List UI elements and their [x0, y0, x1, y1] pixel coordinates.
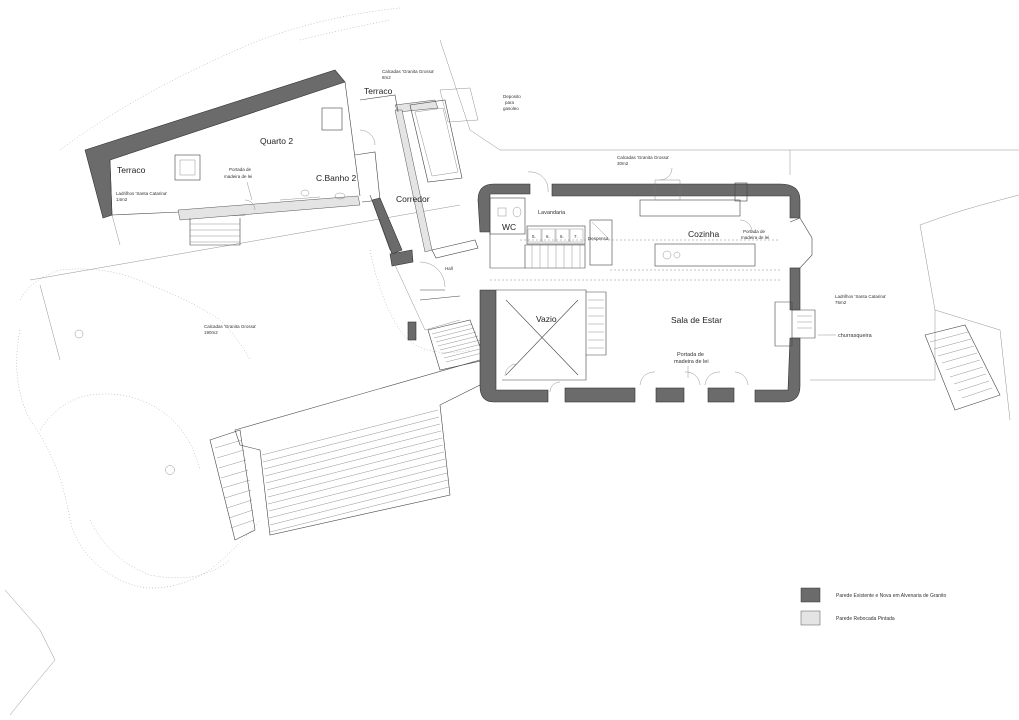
legend: Parede Existente e Nova em Alvenaria de …	[800, 587, 947, 626]
legend-swatch-existing-wall	[800, 587, 821, 603]
corridor-block	[359, 87, 479, 331]
room-hall: Hall	[445, 266, 453, 271]
room-lavandaria: Lavandaria	[538, 210, 566, 216]
note-portada-cozinha-1: Portada de	[743, 229, 766, 234]
site-outlines	[4, 7, 1019, 716]
room-corredor: Corredor	[396, 194, 430, 204]
note-calcadas-top-1: Calcadas 'Granita Grossa'	[382, 69, 434, 74]
note-portada-cozinha-2: madeira de lei	[741, 235, 769, 240]
appliance-label-3: 6.	[560, 234, 564, 239]
note-portada-sala-1: Portada de	[677, 352, 704, 358]
appliance-label-1: 5.	[532, 234, 536, 239]
timber-deck	[209, 359, 491, 541]
hall-stair	[407, 319, 487, 371]
note-portada-sala-2: madeira de lei	[674, 359, 709, 365]
note-ladrilhos-right-2: 75m2	[835, 300, 847, 305]
note-deposito-2: para	[505, 100, 515, 105]
room-terraco-left: Terraco	[117, 165, 146, 175]
annotations: Portada de madeira de lei Portada de mad…	[116, 69, 886, 378]
note-ladrilhos-left-1: Ladrilhos 'Santa Catarina'	[116, 191, 167, 196]
note-calcadas-garden-1: Calcadas 'Granita Grossa'	[204, 324, 256, 329]
room-cozinha: Cozinha	[688, 229, 719, 239]
note-deposito-3: gasoleo	[503, 106, 519, 111]
room-labels: Terraco Quarto 2 Terraco C.Banho 2 Corre…	[117, 86, 873, 339]
room-sala-de-estar: Sala de Estar	[671, 315, 722, 325]
appliance-label-4: 7.	[574, 234, 578, 239]
room-churrasqueira: churrasqueira	[838, 333, 873, 339]
room-c-banho-2: C.Banho 2	[316, 173, 356, 183]
note-calcadas-mid-2: 30m2	[617, 161, 629, 166]
note-portada-quarto-2: madeira de lei	[224, 174, 252, 179]
legend-existing-wall: Parede Existente e Nova em Alvenaria de …	[836, 593, 947, 599]
laundry-appliances: 5. 6. 6. 7.	[527, 228, 584, 243]
room-wc: WC	[502, 222, 516, 232]
main-house	[477, 167, 816, 403]
legend-painted-wall: Parede Rebocada Pintada	[836, 616, 895, 622]
room-vazio: Vazio	[536, 314, 557, 324]
room-quarto-2: Quarto 2	[260, 136, 293, 146]
legend-swatch-painted-wall	[800, 610, 821, 626]
left-wing	[84, 69, 403, 255]
note-ladrilhos-right-1: Ladrilhos 'Santa Catarina'	[835, 294, 886, 299]
room-terraco-top: Terraco	[364, 86, 393, 96]
note-ladrilhos-left-2: 14m2	[116, 197, 128, 202]
note-deposito-1: Deposito	[503, 94, 521, 99]
note-portada-quarto-1: Portada de	[229, 167, 252, 172]
note-calcadas-top-2: 8m2	[382, 75, 391, 80]
right-stair	[924, 324, 1001, 411]
note-calcadas-mid-1: Calcadas 'Granita Grossa'	[617, 155, 669, 160]
appliance-label-2: 6.	[546, 234, 550, 239]
room-despensa: Despensa	[588, 236, 609, 241]
note-calcadas-garden-2: 190m2	[204, 330, 218, 335]
